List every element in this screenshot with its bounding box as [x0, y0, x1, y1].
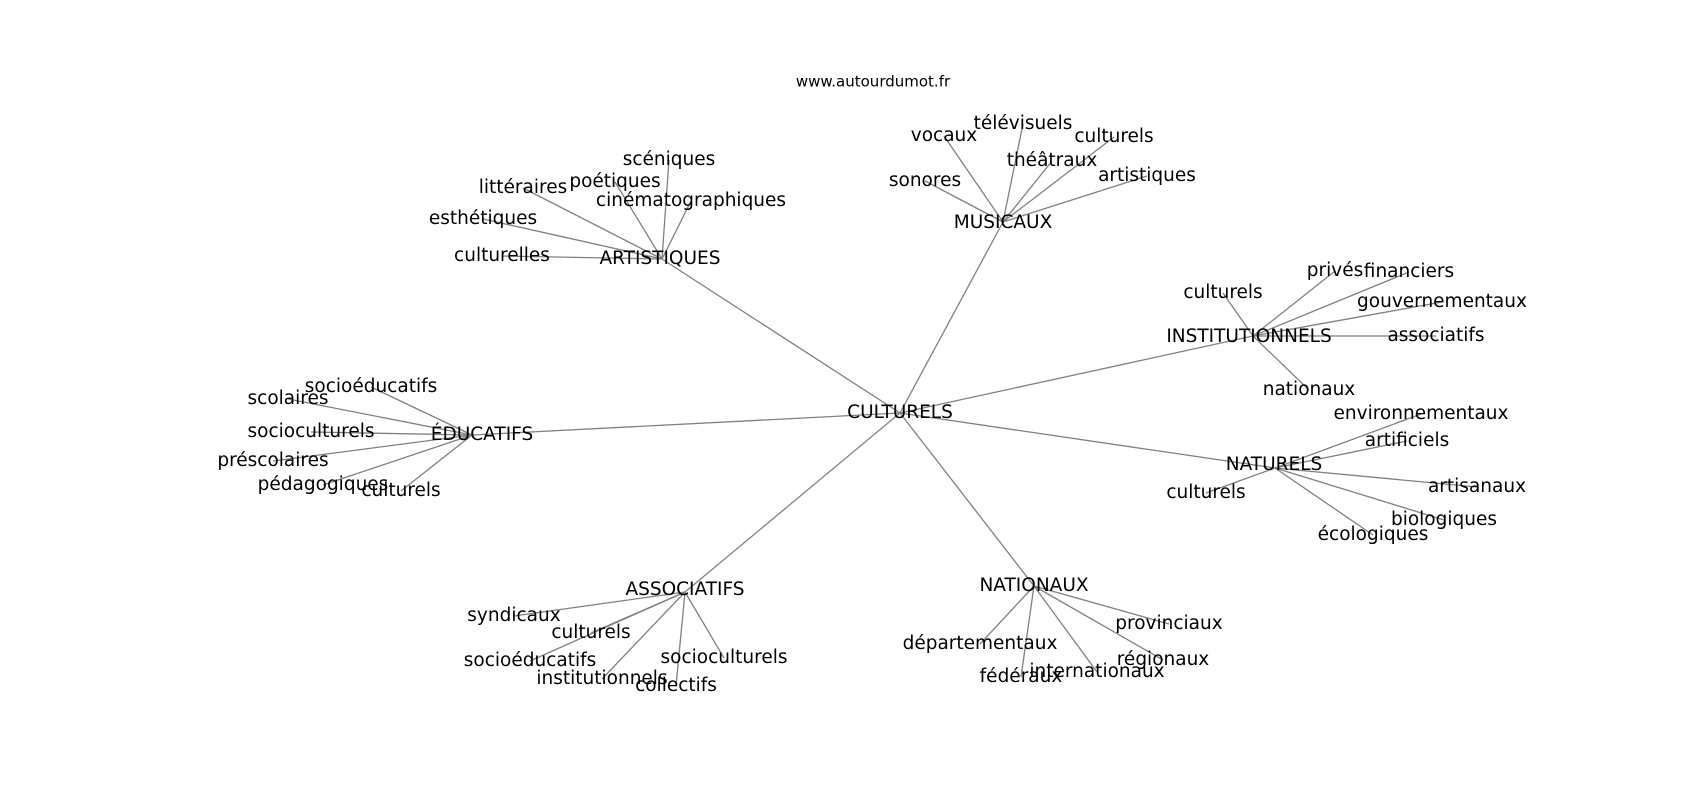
leaf-node: culturelles	[454, 245, 550, 266]
edge	[979, 585, 1035, 645]
edge	[1033, 585, 1098, 673]
edge	[614, 181, 663, 260]
edge	[1002, 175, 1148, 223]
source-label: www.autourdumot.fr	[796, 73, 951, 91]
edge	[684, 591, 725, 659]
edge	[1033, 585, 1164, 661]
edge	[899, 412, 1035, 587]
leaf-node: culturels	[1183, 282, 1262, 303]
leaf-node: provinciaux	[1115, 613, 1222, 634]
hub-node: INSTITUTIONNELS	[1166, 326, 1331, 347]
leaf-node: socioéducatifs	[464, 650, 597, 671]
hub-node: NATIONAUX	[979, 575, 1088, 596]
leaf-node: socioculturels	[661, 647, 788, 668]
leaf-node: fédéraux	[980, 666, 1063, 687]
leaf-node: artistiques	[1098, 165, 1196, 186]
center-node: CULTURELS	[847, 402, 953, 423]
edge	[471, 412, 901, 436]
edge	[1252, 301, 1443, 337]
leaf-node: internationaux	[1029, 661, 1164, 682]
edge	[661, 258, 901, 414]
edge	[1274, 440, 1408, 469]
leaf-node: socioculturels	[248, 421, 375, 442]
edge	[675, 591, 686, 687]
hub-node: ARTISTIQUES	[600, 248, 721, 269]
edge	[400, 434, 473, 492]
edge	[601, 591, 686, 680]
leaf-node: gouvernementaux	[1357, 291, 1527, 312]
edge	[322, 434, 473, 486]
edge	[482, 218, 663, 260]
leaf-node: pédagogiques	[258, 474, 389, 495]
leaf-node: cinématographiques	[596, 190, 786, 211]
edge	[1205, 467, 1276, 494]
leaf-node: départementaux	[903, 633, 1058, 654]
leaf-node: socioéducatifs	[305, 376, 438, 397]
leaf-node: culturels	[551, 622, 630, 643]
edge	[501, 255, 663, 260]
edge	[1274, 467, 1374, 536]
leaf-node: culturels	[1166, 482, 1245, 503]
edge	[1274, 467, 1445, 521]
edge	[1033, 585, 1170, 625]
edge	[1222, 292, 1254, 337]
edge	[1020, 585, 1035, 678]
leaf-node: écologiques	[1318, 524, 1429, 545]
edge	[1252, 271, 1410, 337]
leaf-node: préscolaires	[217, 450, 328, 471]
edge	[924, 180, 1004, 223]
leaf-node: syndicaux	[467, 605, 560, 626]
edge	[310, 431, 473, 436]
leaf-node: culturels	[361, 480, 440, 501]
leaf-node: littéraires	[479, 177, 567, 198]
edge	[899, 221, 1004, 414]
edge	[1002, 136, 1115, 223]
leaf-node: poétiques	[569, 171, 660, 192]
edge	[943, 135, 1004, 223]
edges	[272, 123, 1478, 687]
leaf-node: vocaux	[911, 125, 978, 146]
leaf-node: scolaires	[248, 388, 329, 409]
edge	[1252, 335, 1310, 391]
edge	[529, 591, 686, 662]
edge	[272, 434, 473, 462]
leaf-node: télévisuels	[974, 113, 1073, 134]
edge	[1274, 413, 1422, 469]
hub-node: NATURELS	[1226, 454, 1323, 475]
edge	[899, 335, 1254, 414]
leaf-node: financiers	[1364, 261, 1454, 282]
hub-node: MUSICAUX	[954, 212, 1053, 233]
leaf-node: culturels	[1074, 126, 1153, 147]
edge	[522, 187, 663, 260]
edge	[1274, 467, 1478, 488]
hub-node: ASSOCIATIFS	[625, 579, 744, 600]
leaf-node: institutionnels	[536, 668, 667, 689]
leaf-node: nationaux	[1263, 379, 1356, 400]
edge	[684, 412, 901, 593]
edge	[1002, 160, 1053, 223]
leaf-node: scéniques	[623, 149, 716, 170]
leaf-node: collectifs	[635, 675, 717, 696]
edge	[899, 412, 1276, 469]
leaf-node: artisanaux	[1428, 476, 1526, 497]
leaf-node: privés	[1307, 260, 1363, 281]
leaf-node: esthétiques	[429, 208, 537, 229]
edge	[661, 159, 670, 260]
edge	[661, 200, 692, 260]
edge	[1252, 270, 1336, 337]
edge	[513, 591, 686, 617]
hub-node: ÉDUCATIFS	[431, 423, 533, 445]
edge	[370, 386, 473, 436]
leaf-node: sonores	[889, 170, 961, 191]
leaf-node: théâtraux	[1007, 150, 1098, 171]
leaf-node: régionaux	[1117, 649, 1210, 670]
leaf-node: associatifs	[1387, 325, 1484, 346]
leaf-node: artificiels	[1365, 430, 1449, 451]
edge	[1002, 123, 1024, 223]
leaf-node: environnementaux	[1334, 403, 1509, 424]
leaf-node: biologiques	[1391, 509, 1497, 530]
edge	[287, 398, 473, 436]
